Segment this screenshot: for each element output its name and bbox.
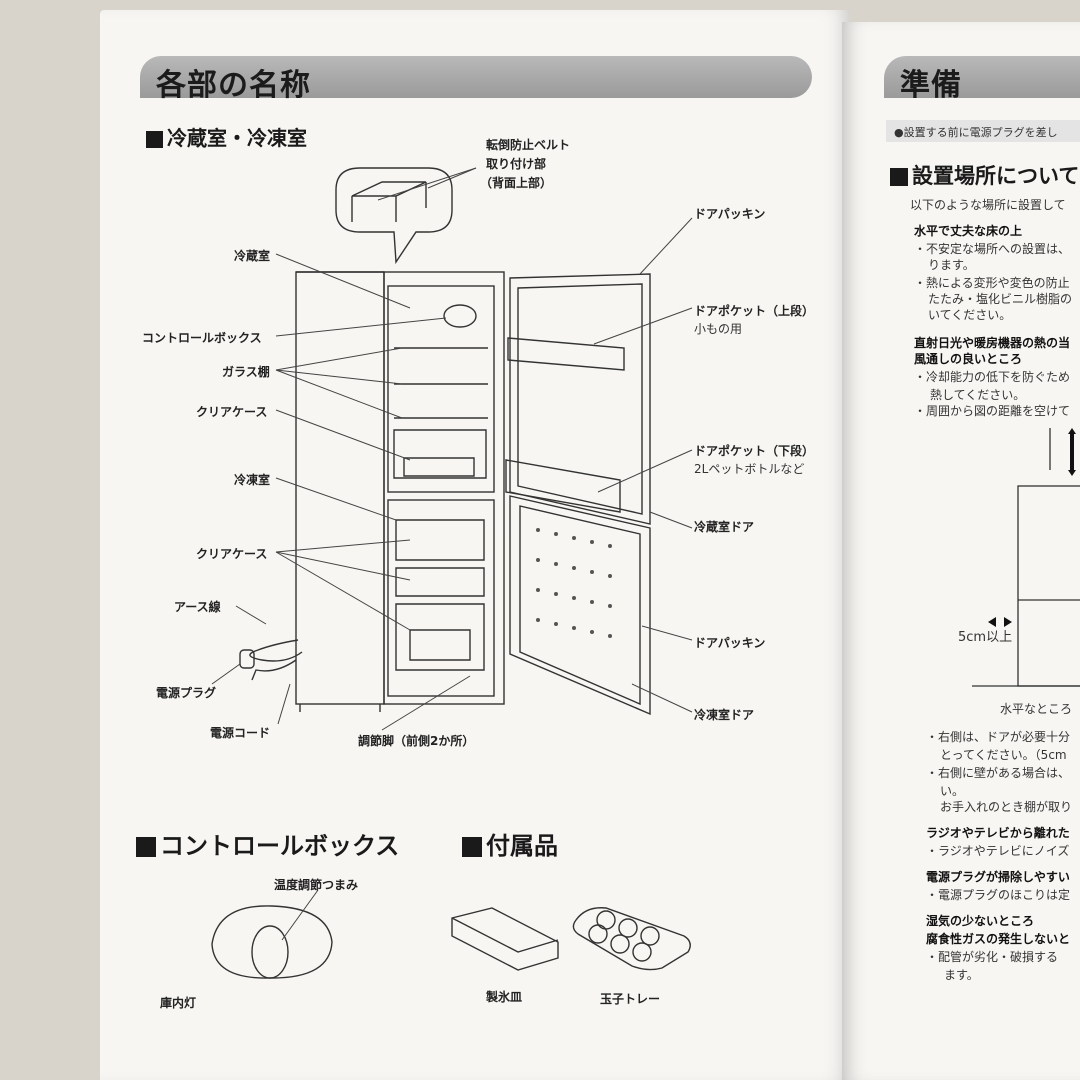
page-title: 各部の名称 [156,68,311,103]
section-heading-control-box: コントロールボックス [136,826,399,861]
label-earth-wire: アース線 [174,600,221,614]
label-door-pocket-lower-sub: 2Lペットボトルなど [694,462,805,476]
right-l12: い。 [940,784,965,798]
label-temp-knob: 温度調節つまみ [274,878,359,892]
label-door-gasket-top: ドアパッキン [694,207,766,221]
section-banner-left [140,56,812,98]
right-l1: ・不安定な場所への設置は、 [914,242,1071,256]
label-clear-case-top: クリアケース [196,405,268,419]
label-interior-light: 庫内灯 [160,996,197,1010]
right-l15: ・電源プラグのほこりは定 [926,888,1071,902]
right-intro: 以下のような場所に設置して [910,198,1066,212]
right-h4: 電源プラグが掃除しやすい [926,870,1070,884]
dim-label: 5cm以上 [958,630,1013,645]
label-adjust-feet: 調節脚（前側2か所） [358,734,475,748]
section-heading-text: 付属品 [486,832,558,860]
right-l6: ・冷却能力の低下を防ぐため [914,370,1071,384]
label-egg-tray: 玉子トレー [600,992,661,1006]
right-l5: いてください。 [928,308,1012,322]
right-h1: 水平で丈夫な床の上 [914,224,1023,238]
label-power-plug: 電源プラグ [156,686,217,700]
right-page-title: 準備 [900,68,962,103]
note-text: ●設置する前に電源プラグを差し [894,126,1058,139]
section-banner-right [884,56,1080,98]
label-belt-line1: 転倒防止ベルト [486,138,571,152]
right-l16: ・配管が劣化・破損する [926,950,1059,964]
label-freezer-compartment: 冷凍室 [234,473,271,487]
label-freezer-door: 冷凍室ドア [694,708,755,722]
label-belt-line2: 取り付け部 [486,157,547,171]
right-page [842,22,1080,1080]
right-l7: 熱してください。 [930,388,1026,402]
left-page [100,10,850,1080]
label-door-pocket-lower: ドアポケット（下段） [694,444,815,458]
right-h5a: 湿気の少ないところ [926,914,1035,928]
level-label: 水平なところ ・ [1000,702,1080,716]
right-l3: ・熱による変形や変色の防止 [914,276,1070,290]
label-control-box: コントロールボックス [142,331,262,345]
label-door-pocket-upper-sub: 小もの用 [694,322,743,336]
section-heading-text: コントロールボックス [160,832,400,860]
right-h2b: 風通しの良いところ [914,352,1023,366]
label-fridge-compartment: 冷蔵室 [234,249,271,263]
right-l4: たたみ・塩化ビニル樹脂の [928,292,1073,306]
right-l11: ・右側に壁がある場合は、 [926,766,1071,780]
right-l17: ます。 [944,968,979,982]
section-heading-accessories: 付属品 [462,826,558,861]
right-l14: ・ラジオやテレビにノイズ [926,844,1070,858]
right-l8: ・周囲から図の距離を空けて [914,404,1071,418]
section-heading-text: 冷蔵室・冷凍室 [167,126,307,150]
label-glass-shelf: ガラス棚 [222,365,270,379]
right-h2a: 直射日光や暖房機器の熱の当 [914,336,1071,350]
note-bar [886,120,1080,142]
label-fridge-door: 冷蔵室ドア [694,520,755,534]
right-h3: ラジオやテレビから離れた [926,826,1070,840]
label-door-pocket-upper: ドアポケット（上段） [694,304,815,318]
right-l2: ります。 [928,258,975,272]
section-heading-fridge-freezer: 冷蔵室・冷凍室 [146,122,307,151]
label-door-gasket-bottom: ドアパッキン [694,636,766,650]
section-heading-installation: 設置場所について [890,160,1079,190]
label-clear-case-bottom: クリアケース [196,547,268,561]
right-l9: ・右側は、ドアが必要十分 [926,730,1071,744]
label-belt-line3: （背面上部） [480,176,553,190]
label-ice-tray: 製氷皿 [486,990,523,1004]
right-l10: とってください。（5cm [940,748,1067,762]
right-h5b: 腐食性ガスの発生しないと [926,932,1071,946]
section-heading-text: 設置場所について [912,164,1080,188]
right-l13: お手入れのとき棚が取り [940,800,1073,814]
label-power-cord: 電源コード [210,726,271,740]
